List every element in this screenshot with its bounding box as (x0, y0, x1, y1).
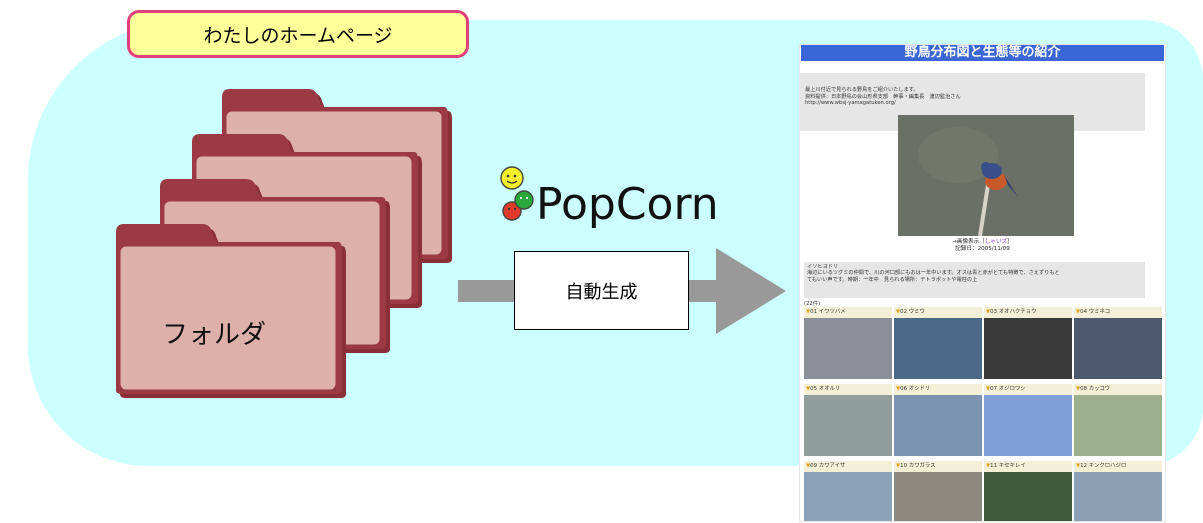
bird-thumbnail[interactable]: ▼05 オオルリ (804, 384, 892, 456)
bird-label[interactable]: ▼04 ウミネコ (1074, 307, 1162, 318)
bird-label-text: 11 キセキレイ (990, 463, 1026, 469)
bird-photo[interactable] (984, 395, 1072, 456)
auto-generate-box: 自動生成 (514, 251, 689, 330)
bird-photo[interactable] (894, 318, 982, 379)
yellow-face-icon (500, 166, 524, 190)
bird-note: イソヒヨドリ 海辺にいるツグミの仲間で、川の河口部にもおはー年中います。オスは青… (804, 262, 1145, 298)
homepage-title: わたしのホームページ (127, 10, 469, 58)
bird-label[interactable]: ▼06 オシドリ (894, 384, 982, 395)
triangle-down-icon: ▼ (986, 463, 991, 469)
triangle-down-icon: ▼ (986, 309, 991, 315)
folder-icon (112, 220, 352, 400)
note-line: てもいい声です。時期：一年中 見られる場所：テトラポットや電柱の上 (807, 276, 978, 283)
triangle-down-icon: ▼ (1076, 309, 1081, 315)
bird-label-text: 06 オシドリ (900, 386, 931, 392)
bird-thumbnail[interactable]: ▼07 オジロワシ (984, 384, 1072, 456)
bird-photo[interactable] (804, 395, 892, 456)
red-face-icon (502, 201, 522, 221)
bird-thumbnail[interactable]: ▼08 カッコウ (1074, 384, 1162, 456)
bird-photo[interactable] (1074, 318, 1162, 379)
bird-thumbnail[interactable]: ▼03 オオハクチョウ (984, 307, 1072, 379)
bird-photo[interactable] (804, 472, 892, 521)
main-bird-photo (898, 115, 1074, 237)
bird-photo[interactable] (984, 318, 1072, 379)
bird-label[interactable]: ▼09 カワアイサ (804, 461, 892, 472)
bird-label-text: 08 カッコウ (1080, 386, 1111, 392)
bird-label[interactable]: ▼08 カッコウ (1074, 384, 1162, 395)
bird-label[interactable]: ▼02 ウミウ (894, 307, 982, 318)
caption-link[interactable]: しゃいズ (984, 239, 1008, 245)
bird-photo[interactable] (1074, 472, 1162, 521)
triangle-down-icon: ▼ (806, 463, 811, 469)
bird-label[interactable]: ▼01 イワツバメ (804, 307, 892, 318)
triangle-down-icon: ▼ (806, 309, 811, 315)
intro-line: 資料提供：日本野鳥の会山形県支部 幹事・編集長 渡辺監治さん (805, 93, 961, 100)
bird-label-text: 09 カワアイサ (810, 463, 846, 469)
bird-label[interactable]: ▼07 オジロワシ (984, 384, 1072, 395)
bird-thumbnail[interactable]: ▼11 キセキレイ (984, 461, 1072, 521)
folder-label: フォルダ (162, 320, 267, 350)
triangle-down-icon: ▼ (896, 463, 901, 469)
bird-label-text: 03 オオハクチョウ (990, 309, 1037, 315)
bird-label-text: 12 キンクロハジロ (1080, 463, 1127, 469)
note-title[interactable]: イソヒヨドリ (807, 264, 839, 270)
popcorn-logo: PopCorn (498, 162, 743, 232)
note-line: 海辺にいるツグミの仲間で、川の河口部にもおはー年中います。オスは青と赤がとても特… (807, 270, 1060, 277)
bird-label[interactable]: ▼12 キンクロハジロ (1074, 461, 1162, 472)
bird-thumbnail[interactable]: ▼01 イワツバメ (804, 307, 892, 379)
bird-thumbnail[interactable]: ▼10 カワガラス (894, 461, 982, 521)
bird-photo[interactable] (894, 395, 982, 456)
bird-label[interactable]: ▼10 カワガラス (894, 461, 982, 472)
bird-photo[interactable] (1074, 395, 1162, 456)
bird-label-text: 10 カワガラス (900, 463, 936, 469)
bird-photo[interactable] (894, 472, 982, 521)
page-header: 野鳥分布図と生態等の紹介 (801, 45, 1164, 61)
bird-label-text: 04 ウミネコ (1080, 309, 1111, 315)
bird-label-text: 01 イワツバメ (810, 309, 846, 315)
bird-label-text: 07 オジロワシ (990, 386, 1026, 392)
bird-thumbnail[interactable]: ▼02 ウミウ (894, 307, 982, 379)
triangle-down-icon: ▼ (1076, 386, 1081, 392)
triangle-down-icon: ▼ (896, 309, 901, 315)
intro-line: http://www.wbsj-yamagatuken.org/ (805, 100, 896, 106)
green-face-icon (514, 190, 534, 210)
bird-thumbnail[interactable]: ▼04 ウミネコ (1074, 307, 1162, 379)
bird-count: (22件) (804, 301, 821, 307)
triangle-down-icon: ▼ (1076, 463, 1081, 469)
photo-caption: →画像表示［しゃいズ］ (800, 239, 1165, 246)
bird-label[interactable]: ▼11 キセキレイ (984, 461, 1072, 472)
caption-prefix: →画像表示［ (952, 239, 985, 245)
logo-text: PopCorn (536, 179, 719, 230)
bird-thumbnail[interactable]: ▼12 キンクロハジロ (1074, 461, 1162, 521)
caption-suffix: ］ (1007, 239, 1013, 245)
bird-label-text: 05 オオルリ (810, 386, 841, 392)
bird-photo[interactable] (984, 472, 1072, 521)
triangle-down-icon: ▼ (896, 386, 901, 392)
photo-date: 記録日：2005/11/09 (955, 246, 1010, 252)
generated-page-preview: 野鳥分布図と生態等の紹介 最上川付近で見られる野鳥をご紹介いたします。 資料提供… (800, 45, 1165, 521)
bird-label[interactable]: ▼03 オオハクチョウ (984, 307, 1072, 318)
bird-label-text: 02 ウミウ (900, 309, 925, 315)
triangle-down-icon: ▼ (806, 386, 811, 392)
bird-thumbnail[interactable]: ▼06 オシドリ (894, 384, 982, 456)
bird-label[interactable]: ▼05 オオルリ (804, 384, 892, 395)
bird-thumbnail[interactable]: ▼09 カワアイサ (804, 461, 892, 521)
intro-line: 最上川付近で見られる野鳥をご紹介いたします。 (805, 87, 919, 93)
bird-photo[interactable] (804, 318, 892, 379)
triangle-down-icon: ▼ (986, 386, 991, 392)
